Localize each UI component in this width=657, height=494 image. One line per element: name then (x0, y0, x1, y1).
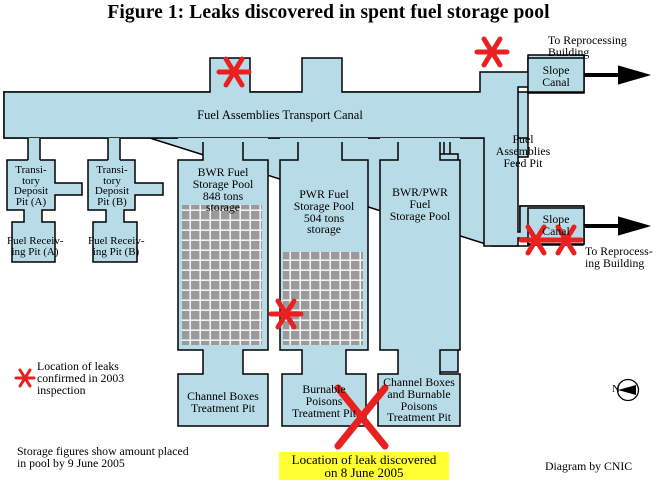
label-feed-pit: Fuel Assemblies Feed Pit (478, 132, 568, 170)
label-to-reprocessing-bottom: To Reprocess- ing Building (585, 244, 657, 270)
label-transitory-pit-a: Transi- tory Deposit Pit (A) (6, 164, 56, 208)
label-line: Fuel Receiv- (88, 235, 145, 247)
label-line: Poisons (400, 398, 438, 413)
label-line: Storage Pool (293, 198, 355, 213)
slope-canal-top (527, 57, 585, 93)
callout-line: Location of leak discovered (291, 452, 437, 467)
legend-leak-icon (14, 368, 36, 388)
label-channel-boxes-burnable: Channel Boxes and Burnable Poisons Treat… (376, 375, 462, 425)
label-line: ing Pit (B) (92, 245, 140, 258)
label-line: Deposit (94, 185, 130, 197)
label-receiving-pit-b: Fuel Receiv- ing Pit (B) (88, 235, 145, 258)
callout-line: on 8 June 2005 (324, 465, 404, 480)
label-line: storage (205, 200, 241, 215)
label-line: PWR Fuel (299, 187, 349, 201)
label-line: To Reprocessing (548, 33, 627, 47)
north-compass-icon (616, 378, 640, 402)
storage-note: Storage figures show amount placed in po… (17, 444, 189, 470)
label-line: Channel Boxes (187, 389, 259, 403)
label-line: Treatment Pit (291, 405, 357, 420)
legend-line: Location of leaks (37, 359, 119, 373)
label-slope-canal-top: Slope Canal (528, 63, 584, 89)
label-line: Fuel Receiv- (7, 235, 64, 247)
leak-2005-cross-icon (334, 384, 389, 450)
label-line: Slope (542, 212, 570, 226)
pwr-fuel-grid (283, 252, 363, 345)
label-bwr-pwr-pool: BWR/PWR Fuel Storage Pool (378, 185, 462, 223)
label-burnable-poisons: Burnable Poisons Treatment Pit (280, 382, 368, 420)
label-line: Transi- (15, 164, 47, 176)
label-line: Feed Pit (503, 155, 543, 170)
label-transport-canal: Fuel Assemblies Transport Canal (197, 108, 363, 122)
label-line: Storage Pool (389, 208, 451, 223)
label-line: Slope (542, 63, 570, 77)
label-to-reprocessing-top: To Reprocessing Building (548, 33, 638, 59)
label-line: Assemblies (495, 143, 551, 158)
label-line: ing Pit (A) (11, 245, 59, 258)
label-line: Storage Pool (192, 176, 254, 191)
label-line: Fuel (409, 196, 431, 211)
label-line: and Burnable (387, 386, 451, 401)
label-line: ing Building (585, 255, 645, 270)
note-line: in pool by 9 June 2005 (17, 455, 125, 470)
label-line: Channel Boxes (383, 375, 455, 389)
label-line: Pit (A) (15, 195, 47, 208)
north-label: N (612, 383, 620, 395)
label-line: Building (548, 44, 590, 59)
label-line: Treatment Pit (386, 410, 452, 425)
label-line: Poisons (305, 393, 343, 408)
figure-title: Figure 1: Leaks discovered in spent fuel… (107, 2, 550, 23)
legend-text: Location of leaks confirmed in 2003 insp… (37, 359, 125, 397)
arrow-right-icon (584, 65, 652, 85)
bwr-pwr-pool-shape (377, 138, 461, 427)
label-channel-boxes-bwr: Channel Boxes Treatment Pit (176, 389, 270, 415)
bwr-fuel-grid (182, 205, 262, 345)
label-line: Treatment Pit (190, 400, 256, 415)
legend-line: inspection (37, 382, 86, 397)
label-bwr-pool: BWR Fuel Storage Pool 848 tons storage (180, 165, 266, 215)
transitory-pit-a-shape (6, 159, 83, 263)
label-line: Fuel (512, 132, 534, 146)
label-line: BWR Fuel (197, 165, 249, 179)
credit-label: Diagram by CNIC (545, 459, 633, 473)
label-transitory-pit-b: Transi- tory Deposit Pit (B) (87, 164, 137, 208)
note-line: Storage figures show amount placed (17, 444, 189, 458)
label-line: To Reprocess- (585, 244, 653, 258)
label-line: 848 tons (202, 188, 244, 203)
label-line: Transi- (96, 164, 128, 176)
label-slope-canal-bottom: Slope Canal (526, 212, 586, 238)
label-line: Deposit (13, 185, 49, 197)
legend-line: confirmed in 2003 (37, 370, 125, 385)
label-line: Canal (542, 74, 570, 89)
label-line: storage (306, 222, 342, 237)
label-pwr-pool: PWR Fuel Storage Pool 504 tons storage (281, 187, 367, 237)
label-line: Burnable (302, 382, 346, 396)
label-line: Pit (B) (97, 195, 127, 208)
label-line: tory (103, 174, 121, 187)
leak-marker-icon (216, 36, 584, 330)
transitory-pit-b-shape (87, 159, 164, 263)
leak-2005-callout: Location of leak discovered on 8 June 20… (279, 452, 449, 480)
label-line: Canal (542, 223, 570, 238)
label-line: 504 tons (303, 210, 345, 225)
label-line: tory (22, 174, 40, 187)
label-line: BWR/PWR (392, 185, 448, 199)
arrow-right-icon (584, 216, 652, 236)
label-receiving-pit-a: Fuel Receiv- ing Pit (A) (7, 235, 64, 258)
